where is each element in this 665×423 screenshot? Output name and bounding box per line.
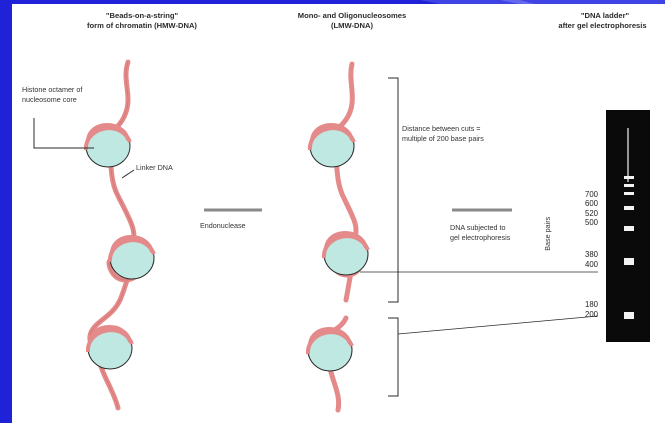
endonuclease-label: Endonuclease <box>200 221 246 231</box>
histone-label-line1: Histone octamer of <box>22 85 82 95</box>
nucleosome-mono-2 <box>324 233 368 275</box>
base-pairs-axis-label: Base pairs <box>543 217 553 251</box>
linker-dna-label: Linker DNA <box>136 163 173 173</box>
header-ladder-line2: after gel electrophoresis <box>540 21 665 31</box>
linker-pointer <box>122 170 134 178</box>
nucleosome-mono-3 <box>308 329 352 371</box>
bp-label: 200 <box>570 310 598 319</box>
header-beads-line1: "Beads-on-a-string" <box>82 11 202 21</box>
bp-label: 400 <box>570 260 598 269</box>
gel-lane <box>606 110 650 342</box>
nucleosome-mono-1 <box>310 125 354 167</box>
header-oligo-line2: (LMW-DNA) <box>302 21 402 31</box>
nucleosome-bead-3 <box>88 327 132 369</box>
bp-label: 500 <box>570 218 598 227</box>
header-oligo-line1: Mono- and Oligonucleosomes <box>282 11 422 21</box>
header-ladder-line1: "DNA ladder" <box>560 11 650 21</box>
gel-label-line1: DNA subjected to <box>450 223 506 233</box>
distance-label-line2: multiple of 200 base pairs <box>402 134 484 144</box>
bp-label: 700 <box>570 190 598 199</box>
gel-label-line2: gel electrophoresis <box>450 233 510 243</box>
histone-label-line2: nucleosome core <box>22 95 77 105</box>
distance-label-line1: Distance between cuts = <box>402 124 481 134</box>
bp-label: 180 <box>570 300 598 309</box>
bp-label: 380 <box>570 250 598 259</box>
bp-label: 520 <box>570 209 598 218</box>
header-beads-line2: form of chromatin (HMW-DNA) <box>62 21 222 31</box>
bp-label: 600 <box>570 199 598 208</box>
nucleosome-bead-1 <box>86 125 130 167</box>
nucleosome-bead-2 <box>110 237 154 279</box>
